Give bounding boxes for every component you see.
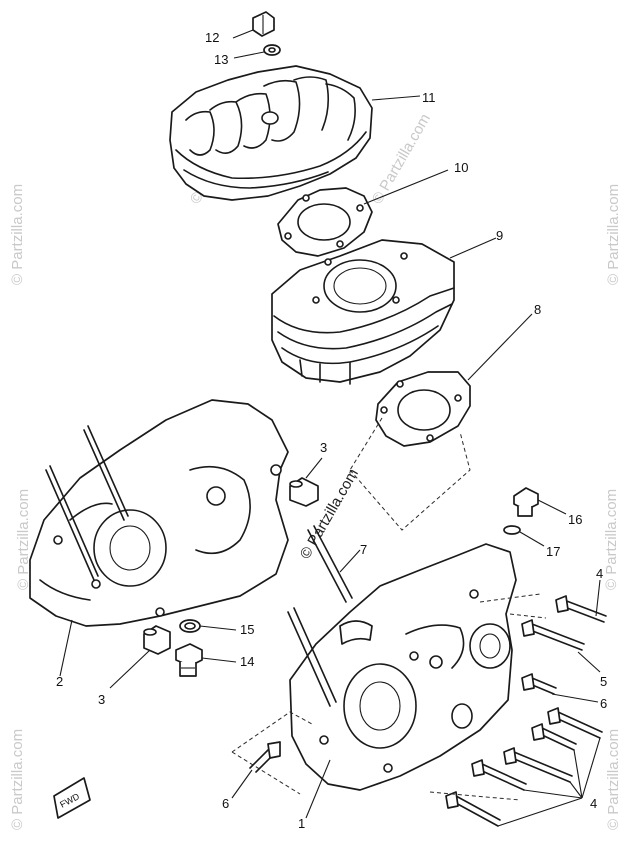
callout-13: 13 <box>214 52 228 67</box>
callout-9: 9 <box>496 228 503 243</box>
part-15-oring <box>179 619 237 633</box>
callout-8: 8 <box>534 302 541 317</box>
bolt-4-a <box>547 707 603 739</box>
callout-4-bottom: 4 <box>590 796 597 811</box>
alignment-lines-lower <box>231 593 547 801</box>
part-14-drain-plug <box>175 643 237 677</box>
watermark-left-top: © Partzilla.com <box>9 184 26 285</box>
callout-3-lower: 3 <box>98 692 105 707</box>
part-12-cap-nut <box>232 11 275 39</box>
bolt-4-d <box>471 759 527 791</box>
callout-10: 10 <box>454 160 468 175</box>
bolt-4-e <box>445 791 501 827</box>
part-17-washer <box>503 525 545 547</box>
callout-2: 2 <box>56 674 63 689</box>
part-11-cylinder-head <box>169 65 421 201</box>
part-1-crankcase-right <box>287 543 517 819</box>
part-13-washer <box>233 44 281 59</box>
bolt-6-right <box>521 673 599 703</box>
callout-14: 14 <box>240 654 254 669</box>
bolt-6-left <box>231 741 281 799</box>
callout-11: 11 <box>422 90 436 105</box>
bolt-4-top <box>555 579 607 623</box>
callout-4-top: 4 <box>596 566 603 581</box>
right-side-bolts <box>445 579 607 827</box>
callout-17: 17 <box>546 544 560 559</box>
part-3-dowel-upper <box>289 457 323 507</box>
bolt-4-b <box>531 723 577 751</box>
callout-5: 5 <box>600 674 607 689</box>
callout-16: 16 <box>568 512 582 527</box>
part-10-head-gasket <box>277 169 449 257</box>
callout-numbers: 12 13 11 10 9 8 3 7 16 17 4 5 6 4 15 14 … <box>56 30 607 831</box>
callout-15: 15 <box>240 622 254 637</box>
callout-12: 12 <box>205 30 219 45</box>
bolt-5 <box>521 619 601 673</box>
callout-3-upper: 3 <box>320 440 327 455</box>
part-9-cylinder <box>271 237 497 385</box>
watermark-mid-left: © Partzilla.com <box>15 489 32 590</box>
part-16-plug-bolt <box>513 487 567 517</box>
watermark-left-bottom: © Partzilla.com <box>9 729 26 830</box>
callout-4-leaders <box>497 737 601 827</box>
bolt-4-c <box>503 747 573 783</box>
watermark-mid-right: © Partzilla.com <box>603 489 620 590</box>
callout-6-left: 6 <box>222 796 229 811</box>
part-2-crankcase-left <box>29 399 289 677</box>
alignment-lines-upper <box>349 417 471 531</box>
watermark-right-top: © Partzilla.com <box>605 184 622 285</box>
part-7-stud <box>307 525 361 603</box>
callout-7: 7 <box>360 542 367 557</box>
callout-1: 1 <box>298 816 305 831</box>
watermark-right-bottom: © Partzilla.com <box>605 729 622 830</box>
watermark-upper-diagonal-2: © Partzilla.com <box>369 111 434 207</box>
callout-6-right: 6 <box>600 696 607 711</box>
part-8-base-gasket <box>375 313 533 447</box>
front-direction-marker: FWD <box>53 777 91 819</box>
part-3-dowel-lower <box>109 625 171 689</box>
